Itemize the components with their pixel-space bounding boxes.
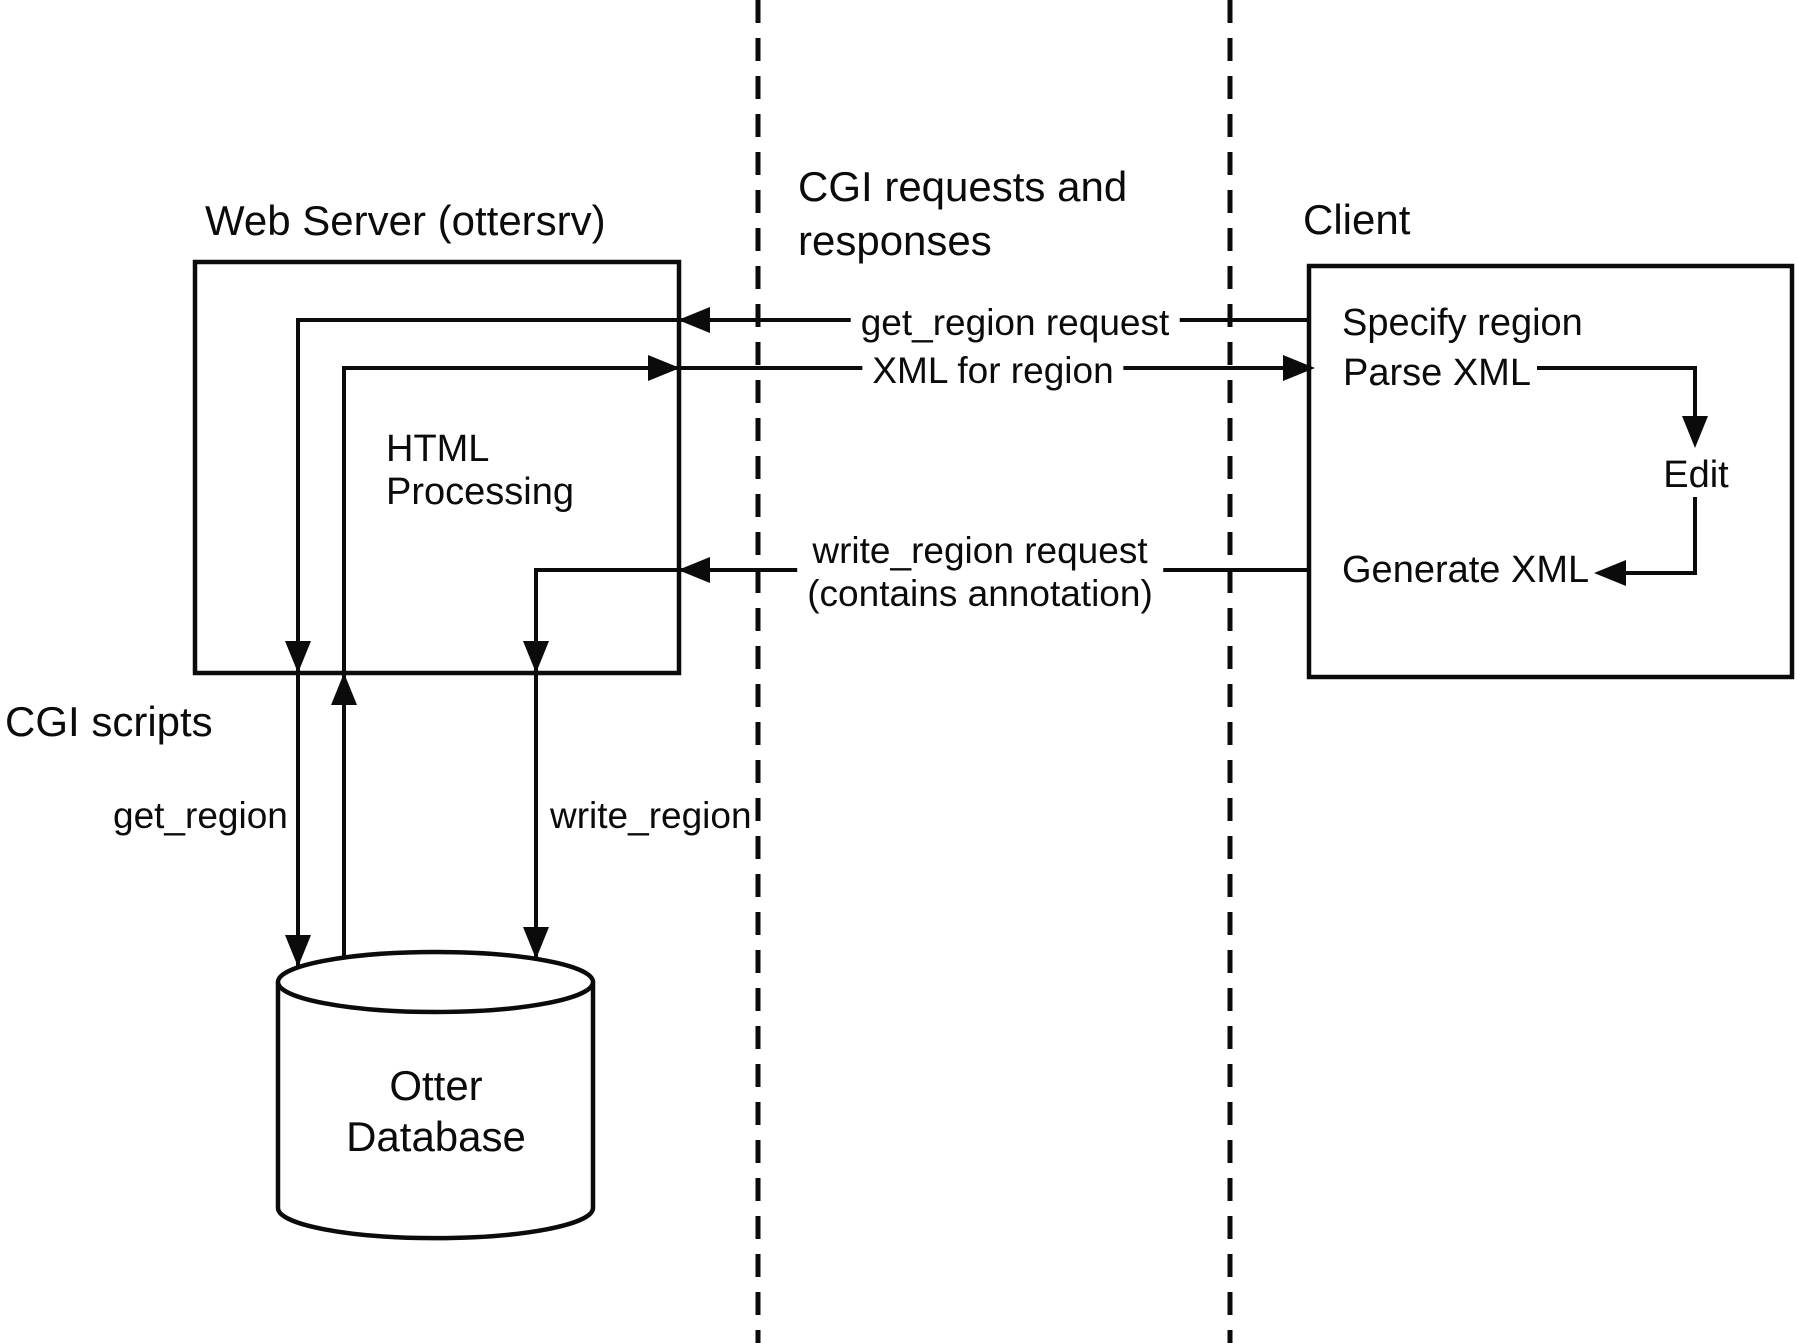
- web-server-title: Web Server (ottersrv): [205, 197, 606, 244]
- get-region-request-label: get_region request: [850, 302, 1180, 345]
- parse-to-edit-path: [1537, 366, 1697, 441]
- write-region-request-label: write_region request (contains annotatio…: [797, 530, 1163, 616]
- write-region-request-path: [534, 568, 1309, 959]
- arrowhead-down-get-region-at-server-bottom: [285, 641, 311, 673]
- arrowhead-down-edit: [1682, 416, 1708, 448]
- arrowhead-left-get-region-at-server-edge: [678, 307, 710, 333]
- database-label: Otter Database: [346, 1062, 526, 1161]
- arrowhead-down-write-region-at-database: [523, 927, 549, 959]
- arrowhead-up-xml-at-server-bottom: [331, 673, 357, 705]
- arrowhead-down-write-region-at-server-bottom: [523, 641, 549, 673]
- client-title: Client: [1303, 196, 1411, 243]
- cgi-scripts-label: CGI scripts: [5, 698, 213, 745]
- arrowhead-right-xml-at-server-edge: [648, 355, 680, 381]
- edit-to-generate-path: [1600, 497, 1697, 575]
- get-region-request-path: [296, 318, 1309, 967]
- arrowhead-left-generate-xml: [1594, 560, 1626, 586]
- html-processing-label: HTML Processing: [386, 428, 574, 513]
- xml-for-region-label: XML for region: [862, 350, 1124, 393]
- database-cylinder-top: [275, 949, 596, 1015]
- write-region-request-label-line1: write_region request: [812, 530, 1148, 571]
- write-region-call-label: write_region: [550, 795, 752, 836]
- client-step-specify-region: Specify region: [1342, 302, 1583, 344]
- client-step-parse-xml: Parse XML: [1343, 352, 1531, 394]
- web-server-box: [192, 259, 682, 676]
- get-region-call-label: get_region: [113, 795, 288, 836]
- write-region-request-label-line2: (contains annotation): [807, 572, 1153, 614]
- client-step-generate-xml: Generate XML: [1342, 549, 1590, 591]
- arrowhead-down-get-region-at-database: [285, 935, 311, 967]
- arrowhead-right-xml-at-client-edge: [1283, 355, 1315, 381]
- client-step-edit: Edit: [1663, 454, 1729, 496]
- channel-title: CGI requests and responses: [798, 163, 1128, 264]
- client-box: [1306, 263, 1795, 680]
- database-cylinder-body: [275, 982, 596, 1241]
- arrowhead-left-write-region-at-server-edge: [678, 557, 710, 583]
